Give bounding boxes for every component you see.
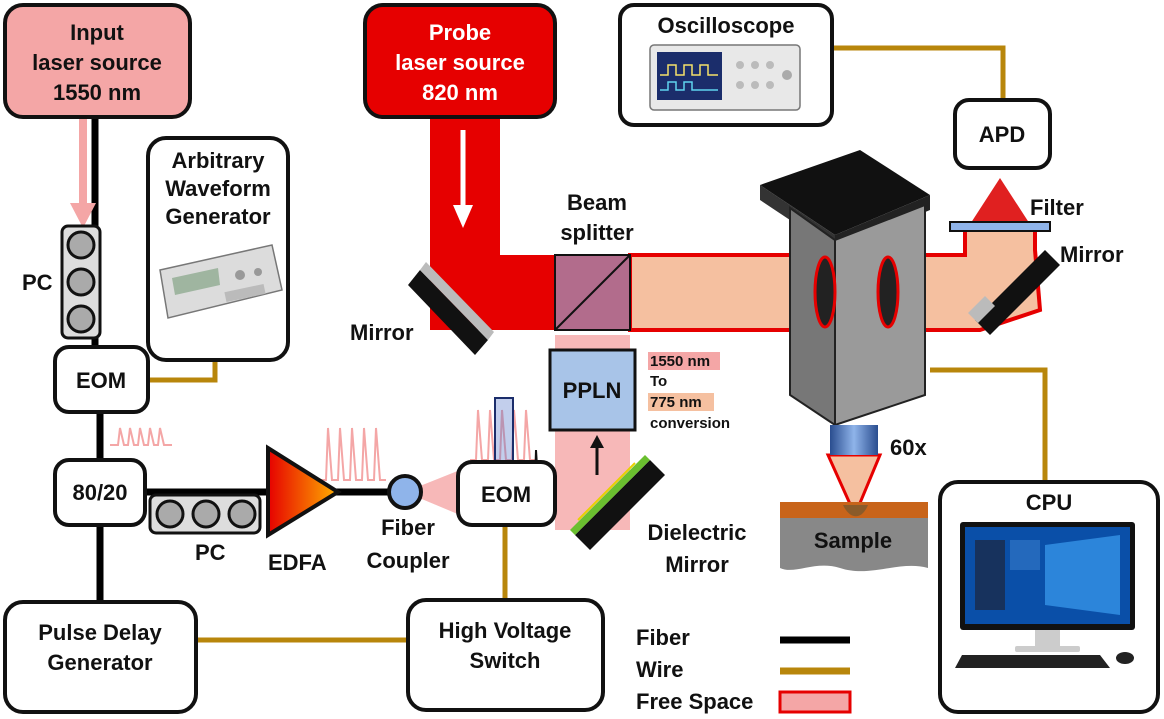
probe-arrow-head xyxy=(453,205,473,228)
wire-eom-awg xyxy=(148,360,218,383)
probe-laser-line2: laser source xyxy=(395,50,525,75)
dielectric-mirror xyxy=(570,455,665,550)
pulse-delay-generator: Pulse Delay Generator xyxy=(3,600,198,714)
up-arrow-head xyxy=(590,435,604,448)
beam-splitter-line2: splitter xyxy=(560,220,634,245)
input-arrow-head xyxy=(70,203,96,228)
ppln-label: PPLN xyxy=(563,378,622,403)
awg-line2: Waveform xyxy=(165,176,271,201)
conversion-line4: conversion xyxy=(650,415,730,432)
apd-label: APD xyxy=(979,122,1025,147)
sample-label: Sample xyxy=(814,528,892,553)
pc-top-label: PC xyxy=(22,270,53,295)
cpu: CPU xyxy=(938,480,1160,714)
edfa-label: EDFA xyxy=(268,550,327,575)
pc-bottom-label: PC xyxy=(195,540,226,565)
mirror-left xyxy=(408,262,494,355)
pulse-train-2 xyxy=(320,427,386,481)
input-laser-line1: Input xyxy=(70,20,124,45)
oscilloscope-label: Oscilloscope xyxy=(658,13,795,38)
pulse-train-1 xyxy=(110,427,172,446)
arbitrary-waveform-generator: Arbitrary Waveform Generator xyxy=(146,136,290,362)
hv-switch-line1: High Voltage xyxy=(439,618,572,643)
input-arrow-shaft xyxy=(79,118,87,203)
microscope xyxy=(760,150,930,455)
legend-freespace-swatch xyxy=(778,690,852,714)
filter-label: Filter xyxy=(1030,195,1084,220)
awg-line3: Generator xyxy=(165,204,271,229)
apd: APD xyxy=(953,98,1052,170)
mirror-right-label: Mirror xyxy=(1060,242,1124,267)
fiber-coupler-line1: Fiber xyxy=(381,515,435,540)
legend-wire-label: Wire xyxy=(636,657,683,682)
sample: Sample xyxy=(780,502,928,572)
probe-laser-line3: 820 nm xyxy=(422,80,498,105)
edfa xyxy=(266,444,342,539)
beam-splitter xyxy=(554,254,631,331)
wire-microscope-cpu xyxy=(930,367,1048,480)
polarization-controller-bottom xyxy=(148,493,262,535)
high-voltage-switch: High Voltage Switch xyxy=(406,598,605,712)
input-laser-line2: laser source xyxy=(32,50,162,75)
legend-fiber-label: Fiber xyxy=(636,625,690,650)
polarization-controller-top xyxy=(60,224,102,340)
eom-mid: EOM xyxy=(456,460,557,527)
conversion-line3: 775 nm xyxy=(650,394,702,411)
dielectric-mirror-line1: Dielectric xyxy=(647,520,746,545)
input-laser-source: Input laser source 1550 nm xyxy=(3,3,192,119)
cpu-label: CPU xyxy=(1026,490,1072,515)
beam-splitter-line1: Beam xyxy=(567,190,627,215)
oscilloscope-icon xyxy=(649,44,801,111)
fiber-coupler xyxy=(387,474,423,510)
computer-icon xyxy=(955,522,1135,668)
wire-scope-apd xyxy=(832,45,1006,100)
probe-laser-line1: Probe xyxy=(429,20,491,45)
legend: Fiber Wire Free Space xyxy=(636,625,852,714)
coupler-cone xyxy=(405,470,460,515)
wires xyxy=(148,45,1048,643)
mirror-right xyxy=(968,250,1060,335)
coupler-80-20-label: 80/20 xyxy=(72,480,127,505)
input-laser-line3: 1550 nm xyxy=(53,80,141,105)
pulse-delay-line2: Generator xyxy=(47,650,153,675)
eom-left-label: EOM xyxy=(76,368,126,393)
awg-line1: Arbitrary xyxy=(172,148,266,173)
pulse-delay-line1: Pulse Delay xyxy=(38,620,162,645)
awg-device-icon xyxy=(159,244,283,319)
fiber-coupler-line2: Coupler xyxy=(366,548,450,573)
legend-freespace-label: Free Space xyxy=(636,689,753,714)
oscilloscope: Oscilloscope xyxy=(618,3,834,127)
probe-laser-source: Probe laser source 820 nm xyxy=(363,3,557,119)
coupler-80-20: 80/20 xyxy=(53,458,147,527)
ppln-crystal: PPLN xyxy=(548,348,637,432)
mirror-left-label: Mirror xyxy=(350,320,414,345)
hv-switch-line2: Switch xyxy=(470,648,541,673)
dielectric-mirror-line2: Mirror xyxy=(665,552,729,577)
eom-mid-label: EOM xyxy=(481,482,531,507)
conversion-line1: 1550 nm xyxy=(650,353,710,370)
conversion-line2: To xyxy=(650,373,667,390)
eom-left: EOM xyxy=(53,345,150,414)
pulse-train-3 xyxy=(470,397,536,463)
filter xyxy=(949,178,1051,232)
objective-label: 60x xyxy=(890,435,927,460)
